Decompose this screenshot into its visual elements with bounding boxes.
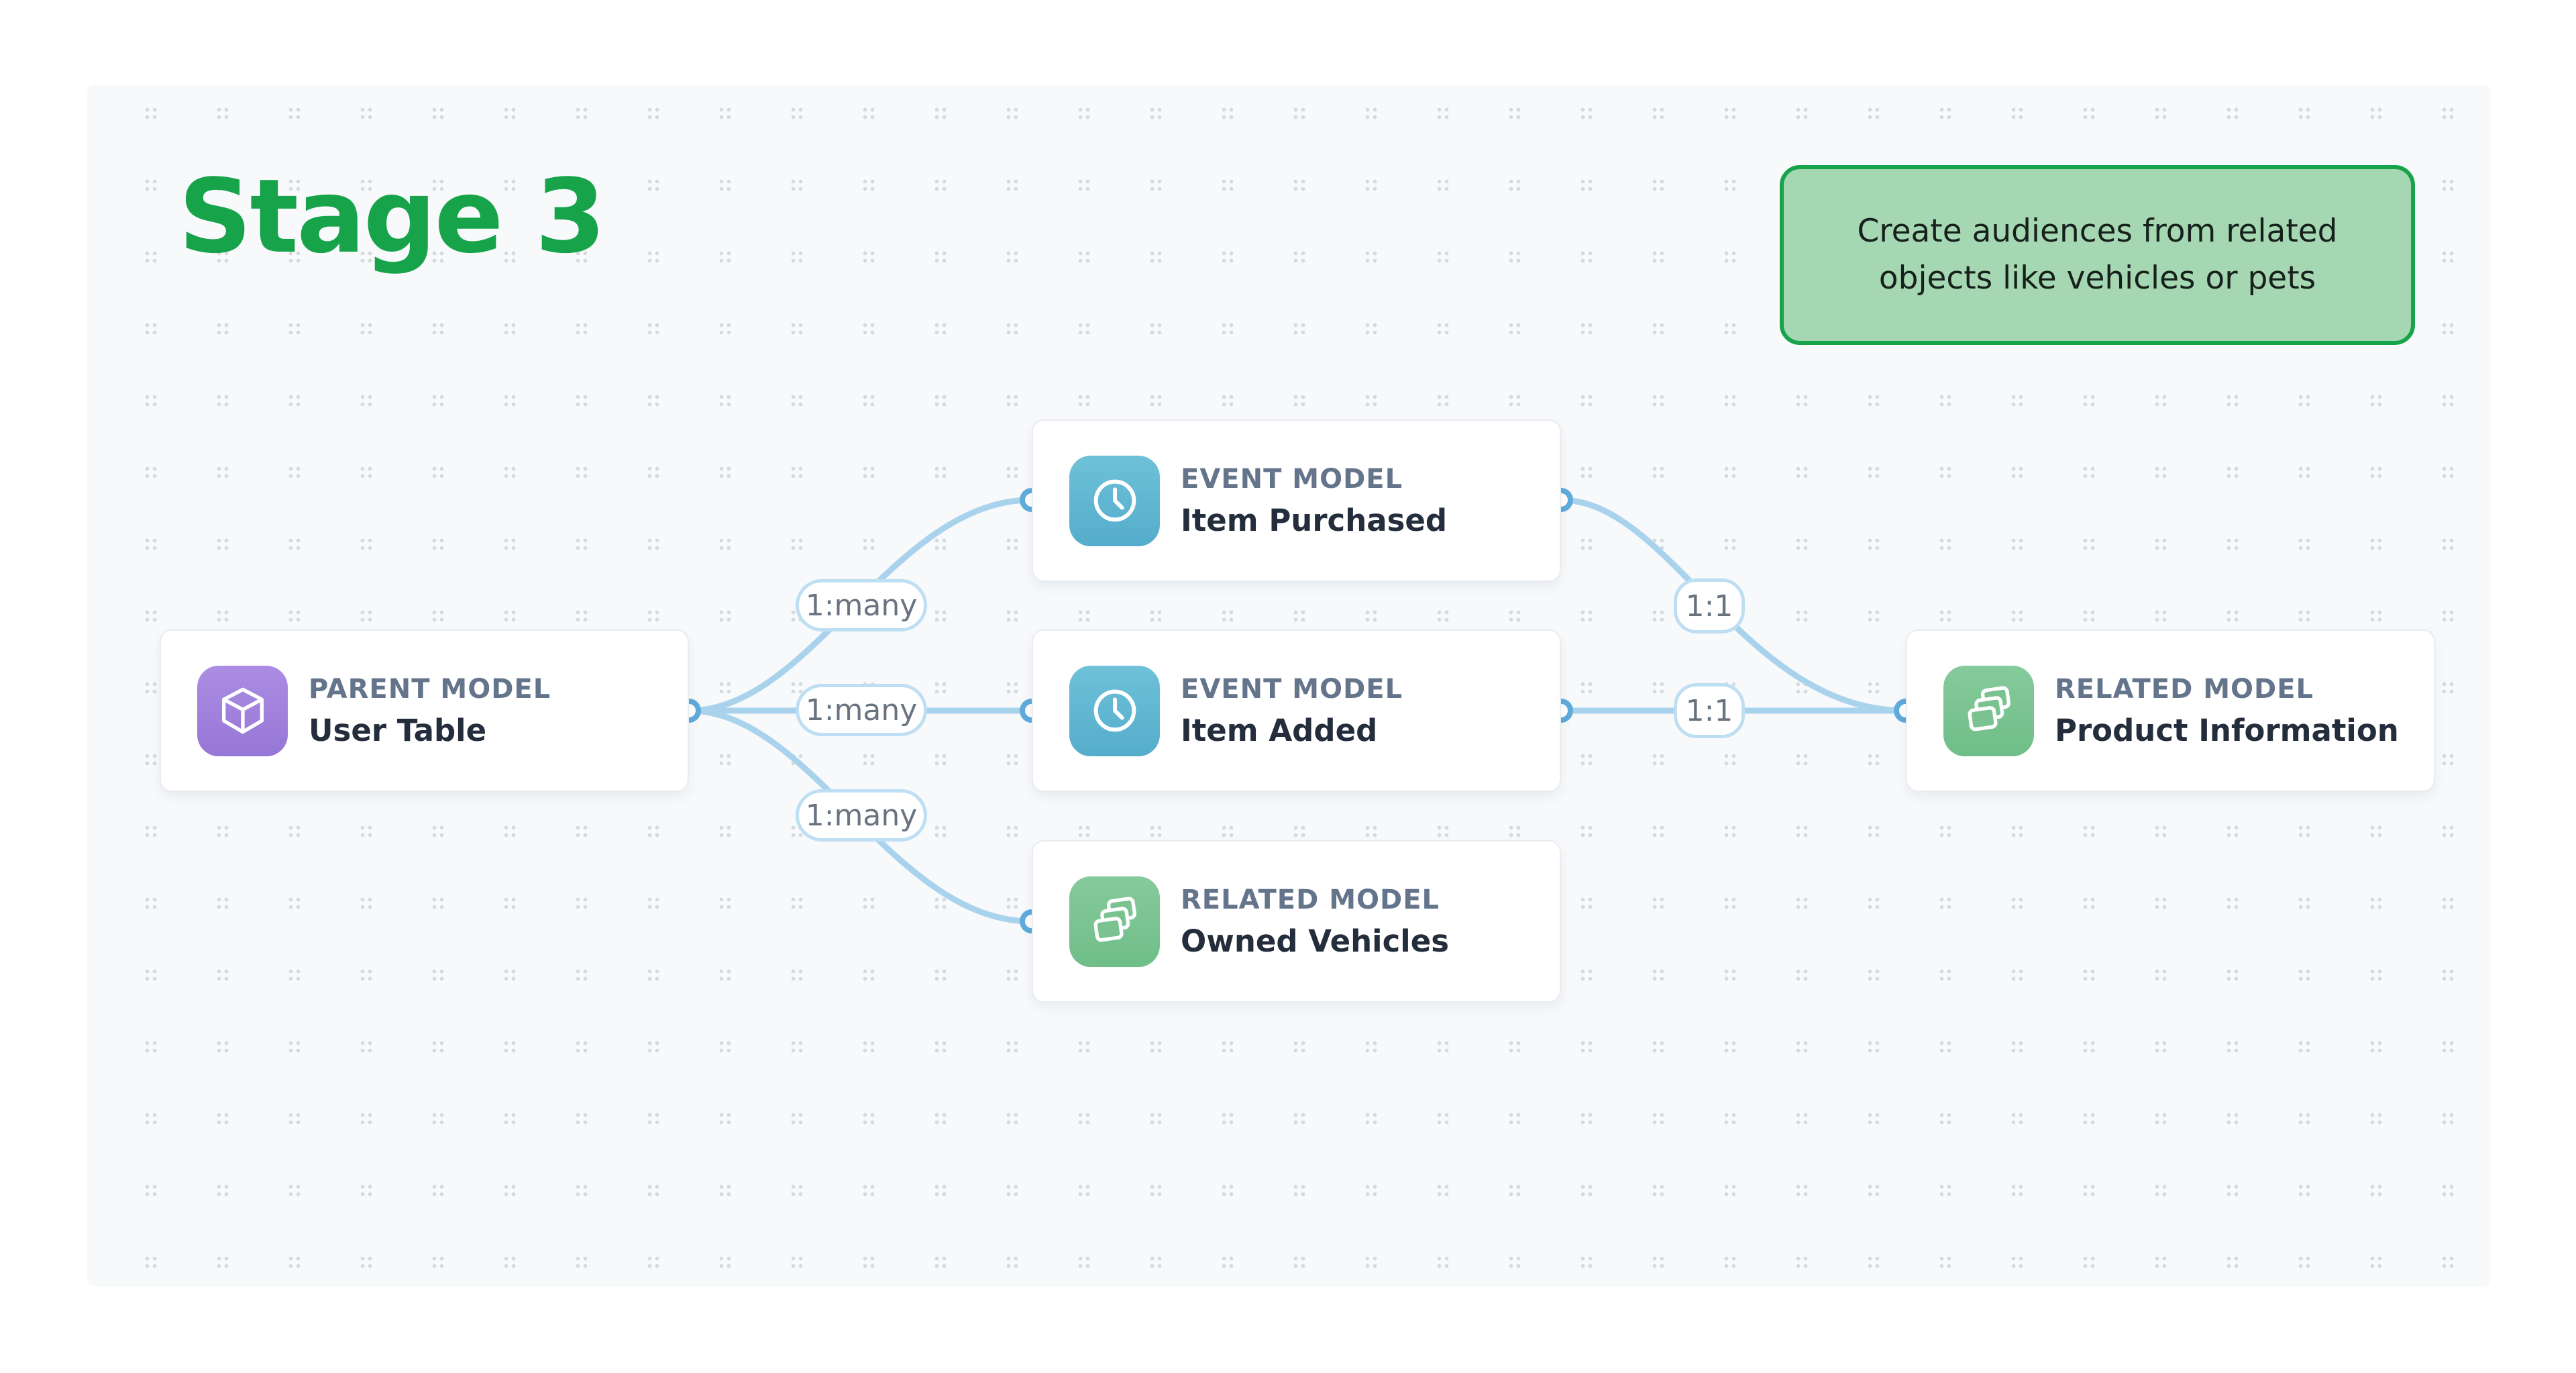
node-related-product-information: RELATED MODEL Product Information (1906, 629, 2435, 792)
node-name: Item Added (1181, 712, 1378, 748)
edge-label-1many: 1:many (796, 684, 927, 736)
node-name: Product Information (2055, 712, 2399, 748)
node-name: Item Purchased (1181, 502, 1448, 538)
node-text: EVENT MODEL Item Purchased (1181, 464, 1447, 538)
node-text: RELATED MODEL Product Information (2055, 674, 2399, 748)
page-title: Stage 3 (178, 157, 606, 276)
node-text: EVENT MODEL Item Added (1181, 674, 1403, 748)
callout-note: Create audiences from related objects li… (1780, 165, 2415, 345)
node-name: User Table (309, 712, 487, 748)
node-type-label: EVENT MODEL (1181, 673, 1403, 705)
node-type-label: RELATED MODEL (2055, 673, 2314, 705)
node-event-item-purchased: EVENT MODEL Item Purchased (1032, 419, 1561, 582)
edge-label-1many: 1:many (796, 579, 927, 631)
clock-icon (1069, 665, 1160, 756)
node-name: Owned Vehicles (1181, 923, 1450, 959)
node-related-owned-vehicles: RELATED MODEL Owned Vehicles (1032, 840, 1561, 1003)
layers-icon (1943, 665, 2034, 756)
node-type-label: PARENT MODEL (309, 673, 551, 705)
node-event-item-added: EVENT MODEL Item Added (1032, 629, 1561, 792)
edge-label-1many: 1:many (796, 789, 927, 842)
edge-label-1to1: 1:1 (1674, 683, 1745, 738)
node-type-label: RELATED MODEL (1181, 884, 1440, 915)
edge-label-1to1: 1:1 (1674, 578, 1745, 633)
layers-icon (1069, 876, 1160, 967)
node-type-label: EVENT MODEL (1181, 463, 1403, 495)
node-parent-model: PARENT MODEL User Table (160, 629, 689, 792)
clock-icon (1069, 455, 1160, 546)
node-text: RELATED MODEL Owned Vehicles (1181, 884, 1449, 959)
callout-text: Create audiences from related objects li… (1857, 213, 2338, 297)
node-text: PARENT MODEL User Table (309, 674, 551, 748)
cube-icon (197, 665, 288, 756)
